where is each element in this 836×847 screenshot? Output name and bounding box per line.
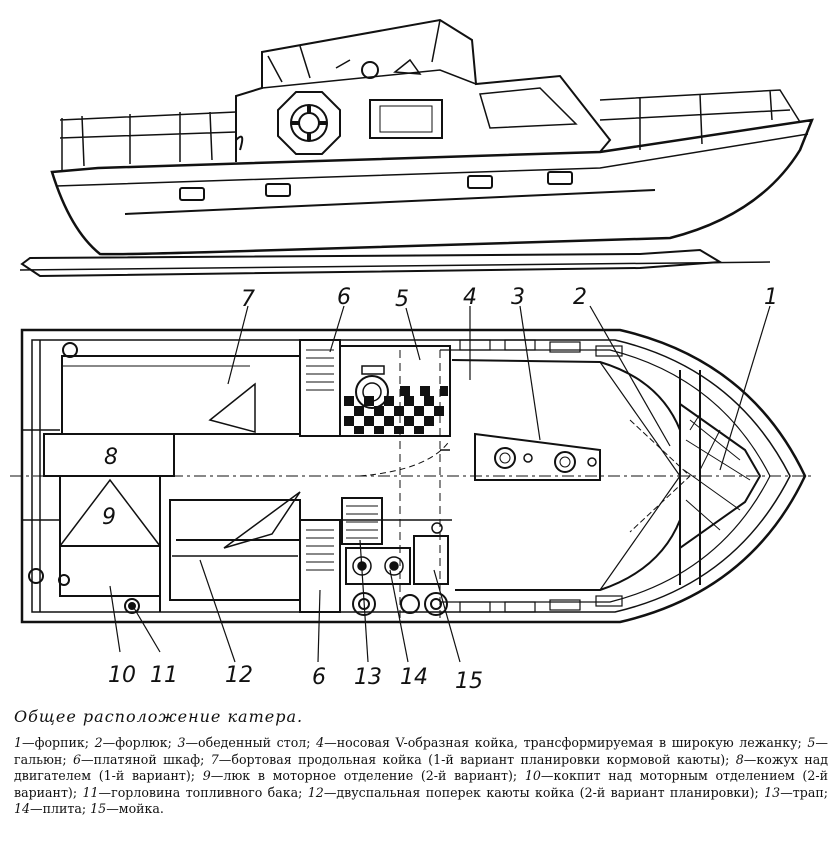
aft-rail bbox=[59, 111, 237, 170]
cabin-house bbox=[235, 18, 612, 162]
legend-item: 15—мойка. bbox=[90, 801, 164, 816]
label-8: 8 bbox=[104, 445, 118, 470]
legend-item: 7—бортовая продольная койка (1-й вариант… bbox=[210, 751, 730, 767]
legend-item: 5—гальюн; bbox=[14, 735, 828, 767]
plan-view bbox=[10, 328, 815, 624]
legend-item: 1—форпик; bbox=[14, 735, 90, 750]
label-5: 5 bbox=[395, 287, 409, 312]
legend-item: 11—горловина топливного бака; bbox=[82, 784, 303, 800]
v-berth bbox=[451, 359, 681, 591]
figure-title: Общее расположение катера. bbox=[14, 707, 304, 726]
label-13: 13 bbox=[354, 665, 382, 690]
label-9: 9 bbox=[102, 505, 116, 530]
fuel-filler bbox=[124, 598, 140, 614]
label-14: 14 bbox=[400, 665, 428, 690]
side-view bbox=[19, 18, 814, 278]
legend-item: 10—кокпит над моторным отделением (2-й в… bbox=[14, 768, 828, 800]
companion-ladder bbox=[341, 497, 383, 545]
label-6-top: 6 bbox=[337, 285, 351, 310]
legend: 1—форпик; 2—форлюк; 3—обеденный стол; 4—… bbox=[14, 735, 828, 818]
rub-strake bbox=[124, 189, 656, 215]
label-7: 7 bbox=[241, 287, 255, 312]
label-11: 11 bbox=[150, 663, 178, 688]
head-floor-checker bbox=[344, 386, 448, 434]
keel-line bbox=[20, 248, 724, 278]
legend-item: 9—люк в моторное отделение (2-й вариант)… bbox=[202, 768, 518, 783]
toilet-icon bbox=[355, 375, 389, 409]
portholes bbox=[179, 171, 573, 201]
hull-side bbox=[50, 118, 814, 256]
bulkhead-fwd bbox=[679, 370, 701, 585]
label-3: 3 bbox=[511, 285, 525, 310]
hull-plan bbox=[20, 328, 807, 624]
label-2: 2 bbox=[573, 285, 587, 310]
label-4: 4 bbox=[463, 285, 477, 310]
sheer-line bbox=[55, 133, 809, 187]
waterline bbox=[19, 261, 771, 271]
label-1: 1 bbox=[764, 285, 778, 310]
legend-item: 2—форлюк; bbox=[94, 735, 172, 750]
legend-item: 4—носовая V-образная койка, трансформиру… bbox=[316, 735, 802, 750]
label-10: 10 bbox=[108, 663, 136, 688]
forepeak bbox=[679, 402, 762, 550]
legend-item: 6—платяной шкаф; bbox=[72, 751, 205, 767]
roof-line bbox=[261, 69, 477, 89]
part-numbers: 1 2 3 4 5 6 7 8 9 10 11 12 6 13 14 15 bbox=[102, 285, 778, 694]
label-12: 12 bbox=[225, 663, 253, 688]
boat-drawing: 1 2 3 4 5 6 7 8 9 10 11 12 6 13 14 15 bbox=[10, 18, 815, 694]
double-berth bbox=[169, 499, 301, 601]
legend-item: 3—обеденный стол; bbox=[177, 735, 311, 750]
bow-rail bbox=[599, 89, 801, 150]
legend-item: 13—трап; bbox=[764, 784, 828, 800]
stove bbox=[345, 547, 411, 585]
life-ring-icon bbox=[277, 91, 341, 155]
legend-item: 14—плита; bbox=[14, 801, 87, 816]
dining-table bbox=[474, 432, 601, 481]
side-window bbox=[479, 87, 578, 129]
sink bbox=[413, 535, 449, 585]
label-6-bottom: 6 bbox=[312, 665, 326, 690]
side-berth bbox=[61, 355, 301, 435]
leader-lines bbox=[109, 305, 771, 663]
cabin-window bbox=[369, 99, 443, 139]
flybridge-screen bbox=[267, 19, 441, 83]
helm-wheel-icon bbox=[361, 61, 379, 79]
legend-item: 8—кожух над двигателем (1-й вариант); bbox=[14, 751, 828, 784]
legend-item: 12—двуспальная поперек каюты койка (2-й … bbox=[307, 784, 759, 800]
wardrobe-upper bbox=[299, 339, 341, 437]
label-15: 15 bbox=[455, 669, 483, 694]
